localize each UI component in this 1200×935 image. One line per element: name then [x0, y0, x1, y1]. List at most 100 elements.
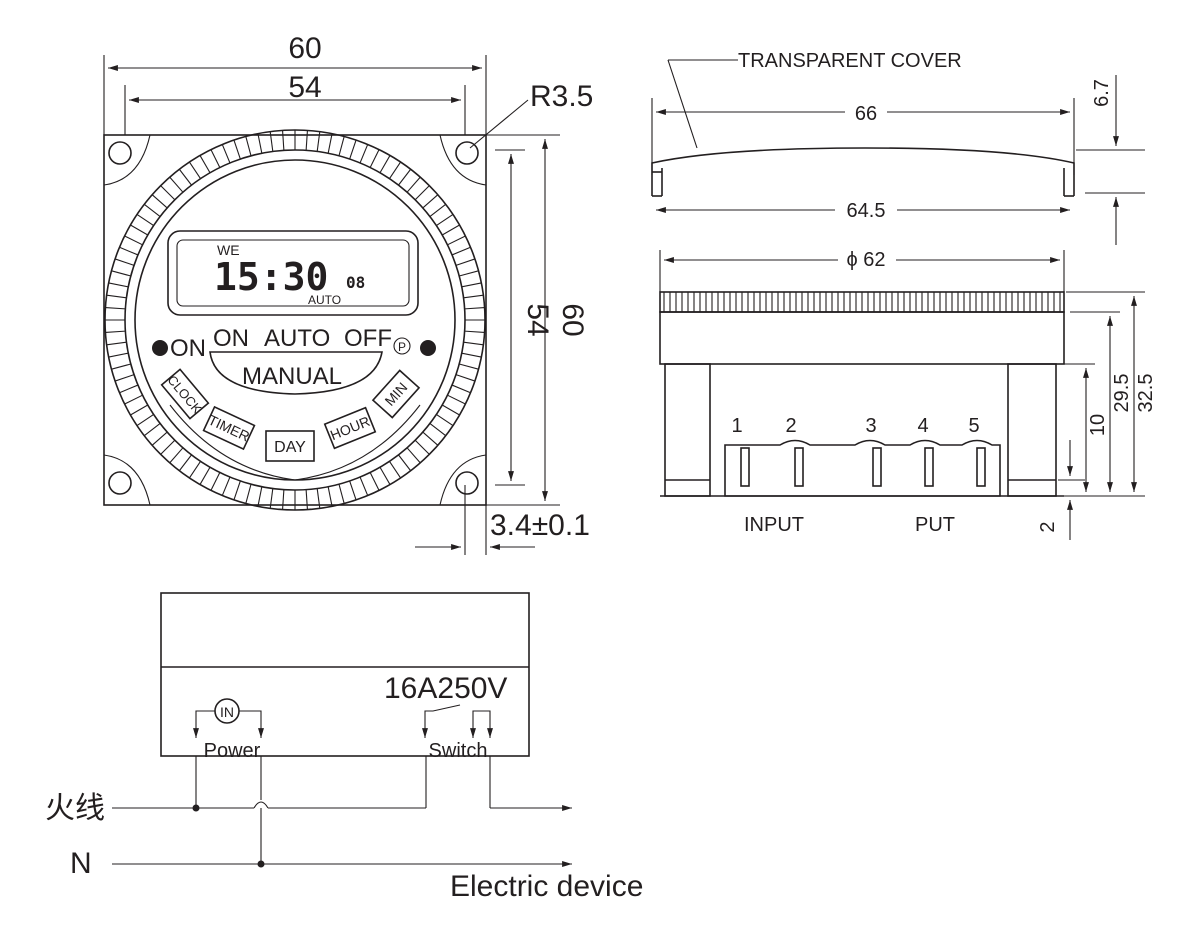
lcd-day: WE	[217, 242, 240, 258]
dim-edge-offset: 3.4±0.1	[490, 509, 590, 542]
knurl-ridge	[143, 423, 161, 437]
dial-face[interactable]	[134, 159, 456, 481]
terminal-pin	[924, 447, 934, 487]
knurl-ridge	[106, 294, 127, 299]
manual-switch[interactable]	[209, 351, 383, 395]
indicator-on-label: ON	[170, 335, 206, 362]
knurl-ridge	[455, 258, 476, 266]
knurl-ridge	[316, 131, 321, 152]
knurl-ridge	[327, 486, 333, 507]
knurl-ridge	[422, 194, 439, 209]
lcd-mode: AUTO	[308, 293, 341, 307]
wiring-box	[160, 592, 530, 757]
side-view: TRANSPARENT COVER 66 64.5 6.7 ϕ 62	[651, 50, 1157, 540]
knurl-ridge	[464, 330, 485, 333]
knurl-ridge	[463, 294, 484, 299]
knurl-ridge	[406, 176, 421, 193]
knurl-ridge	[338, 484, 345, 504]
knurl-ridge	[199, 466, 211, 485]
live-label: 火线	[45, 792, 105, 825]
knurl-ridge	[136, 413, 154, 427]
knurl-ridge	[105, 307, 126, 310]
electric-device-label: Electric device	[450, 870, 643, 903]
timer-button[interactable]: TIMER	[202, 405, 256, 451]
knurl-ridge	[369, 472, 380, 491]
knurl-ridge	[130, 224, 149, 236]
lcd-seconds: 08	[346, 273, 365, 292]
dim-cover-width: 66	[855, 103, 877, 125]
knurl-ridge	[210, 149, 221, 168]
knurl-ridge	[221, 476, 231, 496]
knurl-ridge	[464, 307, 485, 310]
knurl-ridge	[459, 363, 479, 370]
reset-dot[interactable]	[420, 340, 436, 356]
wiring-diagram: 16A250V IN Power Switch 火线 N Electric de…	[45, 592, 643, 903]
knurl-ridge	[414, 185, 430, 201]
dim-total-height: 32.5	[1135, 374, 1157, 413]
knurl-ridge	[455, 374, 476, 382]
terminal-number: 3	[865, 415, 876, 437]
dim-60-width: 60	[288, 32, 321, 65]
knurl-ridge	[119, 384, 139, 394]
knurl-ridge	[461, 282, 482, 288]
terminal-numbers: 1 2 3 4 5	[731, 415, 979, 437]
min-button[interactable]: MIN	[371, 369, 421, 419]
knurl-ridge	[379, 466, 391, 485]
hour-button[interactable]: HOUR	[323, 406, 377, 450]
p-symbol: P	[398, 340, 406, 354]
terminal-pin	[794, 447, 804, 487]
mount-hole	[108, 471, 132, 495]
knurl-ridge	[349, 480, 357, 501]
knurl-ridge	[188, 161, 202, 179]
knurl-ridge	[199, 155, 211, 174]
terminal-number: 2	[785, 415, 796, 437]
knurl-ridge	[188, 461, 202, 479]
knurl-ridge	[461, 352, 482, 358]
mode-auto-label: AUTO	[264, 325, 330, 352]
knurl-ridge	[459, 270, 479, 277]
manual-label: MANUAL	[242, 363, 342, 390]
knurl-ridge	[114, 374, 135, 382]
knurl-ridge	[136, 213, 154, 227]
knurl-ridge	[338, 136, 345, 156]
knurl-ridge	[108, 352, 129, 358]
knurl-ridge	[233, 139, 241, 160]
front-view: 60 54 R3.5 WE 15:30 08 AUTO ON	[103, 32, 593, 555]
knurl-ridge	[463, 341, 484, 346]
lcd-bezel	[167, 230, 419, 316]
knurl-ridge	[429, 203, 447, 217]
dim-cover-height: 6.7	[1091, 79, 1113, 107]
knurl-ridge	[398, 454, 412, 472]
knurl-ridge	[429, 423, 447, 437]
terminal-pin	[872, 447, 882, 487]
terminal-pin	[740, 447, 750, 487]
day-button[interactable]: DAY	[265, 430, 315, 462]
knurl-ridge	[451, 246, 471, 256]
knurl-ridge	[169, 447, 184, 464]
motor-symbol-label: IN	[220, 704, 234, 720]
knurl-ridge	[316, 488, 321, 509]
knurl-ridge	[441, 404, 460, 416]
knurl-ridge	[233, 480, 241, 501]
knurl-ridge	[305, 130, 308, 151]
knurl-ridge	[151, 431, 168, 446]
neutral-label: N	[70, 847, 92, 880]
knurl-ridge	[178, 454, 192, 472]
rating-label: 16A250V	[384, 672, 507, 705]
dim-60-height: 60	[556, 303, 589, 336]
terminal-pins	[740, 447, 986, 487]
clock-button[interactable]: CLOCK	[160, 368, 210, 420]
dim-cover-base: 64.5	[847, 200, 886, 222]
dim-body-height: 29.5	[1111, 374, 1133, 413]
mode-on-label: ON	[213, 325, 249, 352]
knurl-ridge	[269, 131, 274, 152]
dial-knurl	[105, 130, 485, 510]
knurl-ridge	[106, 341, 127, 346]
knurl-ridge	[379, 155, 391, 174]
day-button-label: DAY	[274, 439, 306, 456]
knurl-ridge	[327, 133, 333, 154]
hour-button-label: HOUR	[328, 413, 372, 443]
knurl-ridge	[282, 130, 285, 151]
knurl-ridge	[414, 439, 430, 455]
